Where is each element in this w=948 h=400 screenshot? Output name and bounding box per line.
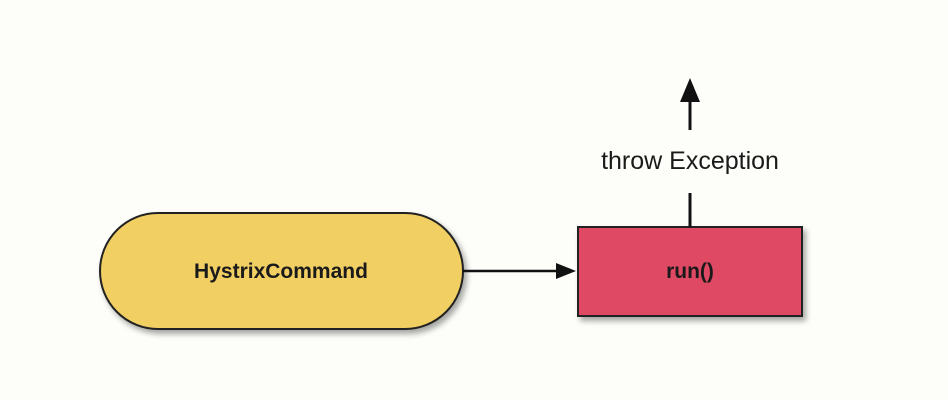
hystrix-command-node: HystrixCommand xyxy=(99,212,464,330)
hystrix-command-label: HystrixCommand xyxy=(194,260,368,283)
throw-exception-label: throw Exception xyxy=(601,147,779,175)
run-node: run() xyxy=(577,226,803,317)
command-to-run-arrow xyxy=(463,263,576,279)
run-shape xyxy=(577,226,803,317)
throw-exception-arrowhead xyxy=(680,78,700,102)
command-to-run-arrowhead xyxy=(556,263,576,279)
run-label: run() xyxy=(666,260,714,283)
throw-exception-arrow: throw Exception xyxy=(601,78,779,227)
